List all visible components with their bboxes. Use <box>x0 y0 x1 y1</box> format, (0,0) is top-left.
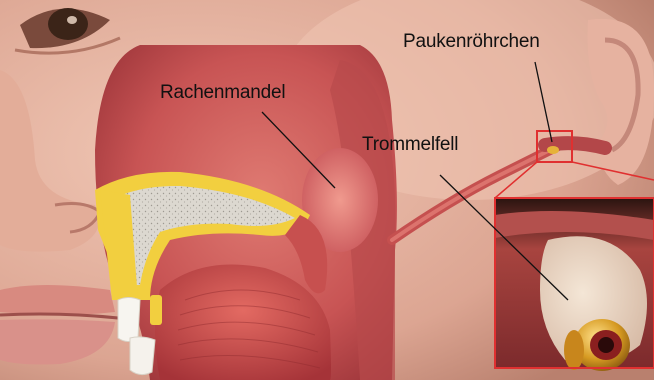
label-eardrum: Trommelfell <box>362 135 458 154</box>
tympanostomy-tube-small <box>547 146 559 154</box>
label-tympanostomy-tube: Paukenröhrchen <box>403 32 540 51</box>
label-adenoid: Rachenmandel <box>160 83 285 102</box>
zoom-inset <box>495 198 654 371</box>
